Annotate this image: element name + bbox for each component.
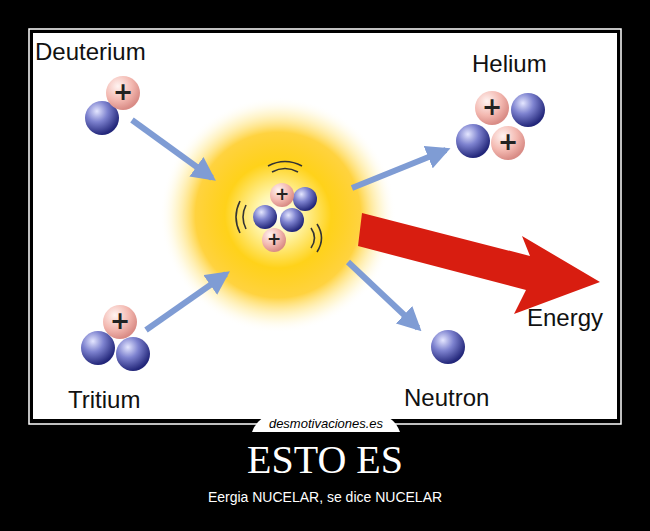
watermark: desmotivaciones.es — [269, 417, 383, 430]
charge-sign: + — [267, 231, 281, 248]
panel — [33, 33, 617, 419]
charge-sign: + — [113, 80, 133, 104]
energy-label: Energy — [527, 306, 603, 330]
watermark-tab — [252, 416, 400, 432]
charge-sign: + — [110, 309, 130, 333]
helium-particles — [456, 91, 545, 160]
poster-caption: Eergia NUCELAR, se dice NUCELAR — [0, 490, 650, 504]
particle-name: Neutron — [404, 386, 489, 410]
particle-name: Helium — [472, 52, 547, 76]
particle-name: Deuterium — [35, 40, 146, 64]
deuterium-particles — [85, 76, 140, 135]
energy-arrow — [358, 213, 600, 314]
neutron-particle — [431, 330, 465, 364]
tritium-particles — [81, 305, 150, 371]
charge-sign: + — [275, 186, 289, 203]
poster-title: ESTO ES — [0, 440, 650, 480]
charge-sign: + — [482, 95, 502, 119]
charge-sign: + — [498, 130, 518, 154]
nucleus — [236, 162, 322, 253]
particle-name: Tritium — [68, 388, 140, 412]
frame — [29, 29, 621, 424]
